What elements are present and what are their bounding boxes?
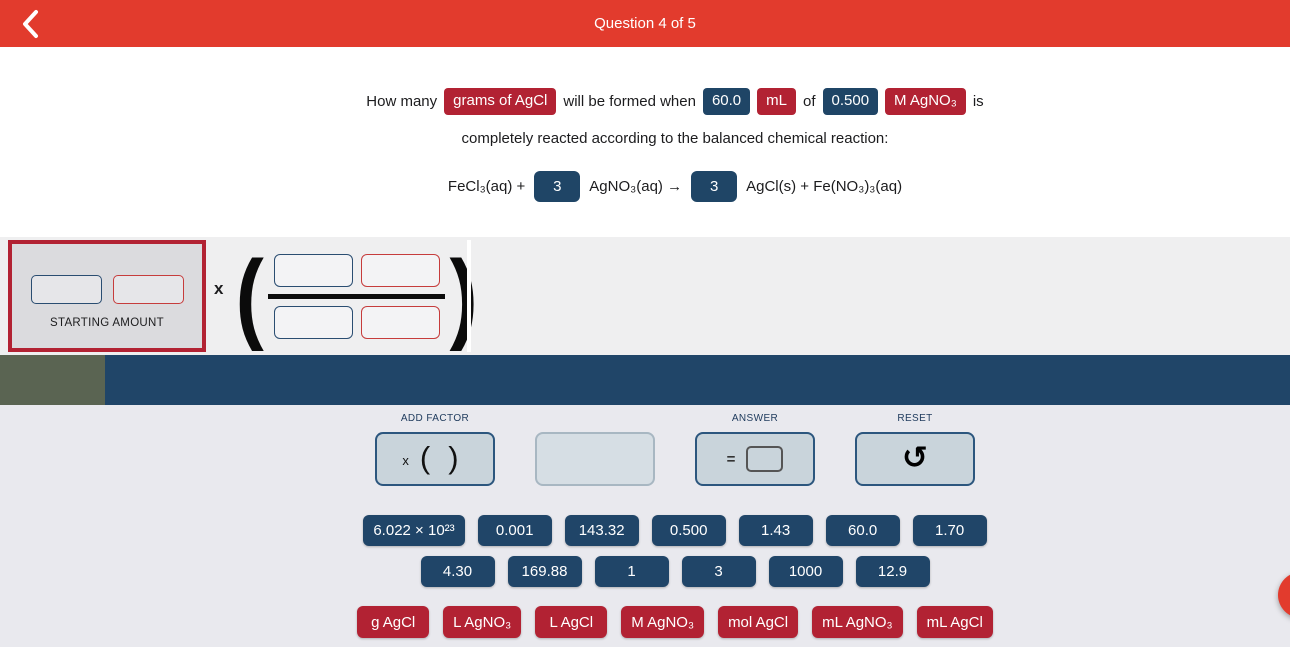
number-tile[interactable]: 1 <box>594 556 669 587</box>
target-unit-chip[interactable]: grams of AgCl <box>444 88 557 115</box>
open-paren: ( <box>235 240 264 352</box>
unit-tile[interactable]: L AgNO₃ <box>443 606 522 638</box>
question-section: How many grams of AgCl will be formed wh… <box>0 47 1290 237</box>
back-chevron-icon <box>23 9 38 38</box>
number-tile[interactable]: 143.32 <box>564 515 639 546</box>
denominator-value-slot[interactable] <box>273 305 353 339</box>
number-tiles-row-2: 4.30 169.88 1 3 1000 12.9 <box>60 556 1290 587</box>
equation-text: AgNO₃(aq) → <box>589 177 683 195</box>
coefficient-chip[interactable]: 3 <box>534 170 581 202</box>
number-tile[interactable]: 1000 <box>768 556 843 587</box>
question-text: will be formed when <box>563 92 696 110</box>
number-tile[interactable]: 1.70 <box>912 515 987 546</box>
back-button[interactable] <box>14 0 48 47</box>
molarity-unit-chip[interactable]: M AgNO₃ <box>885 88 966 115</box>
work-area-divider <box>467 240 471 352</box>
question-text: of <box>802 92 816 110</box>
page-title: Question 4 of 5 <box>594 15 696 32</box>
undo-icon: ↺ <box>902 439 928 475</box>
equals-glyph: = <box>726 450 736 468</box>
header: Question 4 of 5 <box>0 0 1290 47</box>
starting-amount-box[interactable]: STARTING AMOUNT <box>8 240 206 352</box>
question-line-2: completely reacted according to the bala… <box>461 129 889 147</box>
controls-row: ADD FACTOR x ( ) ANSWER = RESET <box>60 405 1290 486</box>
reset-label: RESET <box>897 413 933 424</box>
equation-text: AgCl(s) + Fe(NO₃)₃(aq) <box>746 177 903 195</box>
answer-box-icon <box>746 446 784 472</box>
conversion-factor: ( ) <box>233 242 481 350</box>
answer-button[interactable]: = <box>695 432 815 486</box>
given-unit-chip[interactable]: mL <box>757 88 796 115</box>
number-tile[interactable]: 1.43 <box>738 515 813 546</box>
starting-amount-value-slot[interactable] <box>30 275 102 304</box>
number-tile[interactable]: 12.9 <box>855 556 930 587</box>
fraction-bar <box>268 293 446 299</box>
unit-tile[interactable]: mol AgCl <box>718 606 799 638</box>
number-tile[interactable]: 6.022 × 10²³ <box>363 515 465 546</box>
unit-tile[interactable]: mL AgCl <box>916 606 993 638</box>
unit-tile[interactable]: g AgCl <box>357 606 430 638</box>
denominator-unit-slot[interactable] <box>360 305 440 339</box>
unit-tile[interactable]: L AgCl <box>535 606 608 638</box>
number-tile[interactable]: 0.500 <box>651 515 726 546</box>
molarity-value-chip[interactable]: 0.500 <box>822 88 879 115</box>
progress-strip <box>0 355 1290 405</box>
unit-tile[interactable]: mL AgNO₃ <box>812 606 903 638</box>
number-tile[interactable]: 3 <box>681 556 756 587</box>
coefficient-chip[interactable]: 3 <box>691 170 738 202</box>
unit-tile[interactable]: M AgNO₃ <box>621 606 705 638</box>
answer-label: ANSWER <box>731 413 779 424</box>
question-text: How many <box>366 92 438 110</box>
control-panel: ADD FACTOR x ( ) ANSWER = RESET <box>0 405 1290 647</box>
close-paren: ) <box>449 240 479 352</box>
number-tiles-row-1: 6.022 × 10²³ 0.001 143.32 0.500 1.43 60.… <box>60 515 1290 546</box>
question-text: is <box>972 92 984 110</box>
add-factor-label: ADD FACTOR <box>400 413 470 424</box>
number-tile[interactable]: 169.88 <box>507 556 582 587</box>
numerator-unit-slot[interactable] <box>360 253 440 287</box>
multiply-glyph: x <box>402 453 409 468</box>
open-paren-glyph: ( <box>419 439 431 475</box>
equation-text: FeCl₃(aq) + <box>447 177 526 195</box>
close-paren-glyph: ) <box>448 439 459 475</box>
given-value-chip[interactable]: 60.0 <box>702 88 751 115</box>
progress-block <box>0 355 105 405</box>
starting-amount-unit-slot[interactable] <box>112 275 184 304</box>
add-factor-button[interactable]: x ( ) <box>375 432 495 486</box>
question-line-1: How many grams of AgCl will be formed wh… <box>60 88 1290 115</box>
floating-action-button[interactable] <box>1278 572 1290 618</box>
starting-amount-label: STARTING AMOUNT <box>50 317 164 329</box>
number-tile[interactable]: 4.30 <box>420 556 495 587</box>
number-tile[interactable]: 0.001 <box>477 515 552 546</box>
work-area: STARTING AMOUNT x ( ) <box>0 237 1290 355</box>
number-tile[interactable]: 60.0 <box>825 515 900 546</box>
reset-button[interactable]: ↺ <box>855 432 975 486</box>
multiply-sign: x <box>214 279 224 298</box>
chemical-equation: FeCl₃(aq) + 3 AgNO₃(aq) → 3 AgCl(s) + Fe… <box>60 170 1290 202</box>
numerator-value-slot[interactable] <box>273 253 353 287</box>
unit-tiles-row: g AgCl L AgNO₃ L AgCl M AgNO₃ mol AgCl m… <box>60 606 1290 638</box>
empty-button <box>535 432 655 486</box>
